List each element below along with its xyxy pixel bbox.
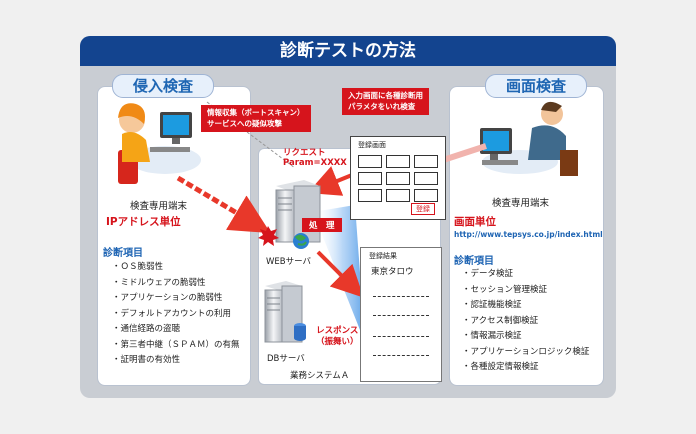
result-line — [373, 315, 429, 316]
diagram-title: 診断テストの方法 — [80, 36, 616, 66]
list-item: ・ＯＳ脆弱性 — [112, 262, 164, 272]
list-item: ・認証機能検証 — [462, 300, 522, 310]
db-server-icon — [264, 281, 306, 343]
left-operator-illustration — [118, 103, 201, 184]
port-scan-callout: 情報収集（ポートスキャン） サービスへの疑似攻撃 — [201, 105, 311, 132]
screen-test-heading: 画面検査 — [485, 74, 587, 98]
left-unit-label: IPアドレス単位 — [106, 216, 181, 228]
list-item: ・アプリケーションロジック検証 — [462, 346, 590, 357]
form-field — [386, 189, 410, 202]
form-field — [414, 172, 438, 185]
list-item: ・アプリケーションの脆弱性 — [112, 293, 223, 303]
request-arrow — [307, 166, 353, 196]
result-title: 登録結果 — [369, 252, 397, 260]
form-field — [358, 155, 382, 168]
form-field — [358, 189, 382, 202]
web-server-icon — [275, 180, 321, 243]
screen-test-box — [449, 86, 604, 386]
impact-burst-icon — [258, 226, 279, 246]
right-terminal-label: 検査専用端末 — [492, 198, 550, 209]
list-item: ・データ検証 — [462, 269, 514, 279]
intrusion-test-heading: 侵入検査 — [112, 74, 214, 98]
left-items-heading: 診断項目 — [103, 248, 143, 259]
result-line — [373, 336, 429, 337]
right-items-heading: 診断項目 — [454, 256, 494, 267]
result-line — [373, 296, 429, 297]
right-unit-label: 画面単位 — [454, 216, 496, 228]
globe-icon — [293, 233, 309, 249]
right-items-list: ・データ検証 ・セッション管理検証 ・認証機能検証 ・アクセス制御検証 ・情報漏… — [462, 267, 589, 376]
right-operator-illustration — [480, 101, 578, 176]
response-arrow — [316, 250, 364, 298]
left-items-list: ・ＯＳ脆弱性 ・ミドルウェアの脆弱性 ・アプリケーションの脆弱性 ・デフォルトア… — [112, 260, 240, 369]
result-value: 東京タロウ — [371, 267, 414, 277]
list-item: ・アクセス制御検証 — [462, 315, 539, 326]
registration-form: 登録画面 登録 — [350, 136, 446, 220]
business-system-label: 業務システムＡ — [290, 371, 350, 381]
result-line — [373, 355, 429, 356]
form-field — [414, 189, 438, 202]
list-item: ・デフォルトアカウントの利用 — [112, 308, 232, 319]
db-server-label: DBサーバ — [267, 354, 305, 364]
list-item: ・ミドルウェアの脆弱性 — [112, 277, 206, 288]
form-field — [414, 155, 438, 168]
register-button: 登録 — [411, 203, 435, 215]
list-item: ・情報漏示検証 — [462, 331, 522, 341]
form-field — [386, 155, 410, 168]
form-field — [386, 172, 410, 185]
list-item: ・証明書の有効性 — [112, 355, 181, 365]
form-field — [358, 172, 382, 185]
form-title: 登録画面 — [358, 141, 386, 149]
list-item: ・通信経路の盗聴 — [112, 324, 181, 334]
list-item: ・セッション管理検証 — [462, 284, 548, 295]
parameter-input-callout: 入力画面に各種診断用 パラメタをいれ検査 — [342, 88, 429, 115]
right-url: http://www.tepsys.co.jp/index.html — [454, 230, 603, 239]
response-label: レスポンス （振舞い） — [316, 326, 359, 347]
registration-result-card: 登録結果 東京タロウ — [360, 247, 442, 382]
request-label: リクエスト Param=XXXX — [283, 148, 347, 168]
process-label: 処 理 — [302, 218, 342, 232]
left-terminal-label: 検査専用端末 — [130, 201, 188, 212]
list-item: ・第三者中継（ＳＰＡＭ）の有無 — [112, 339, 240, 350]
web-server-label: WEBサーバ — [266, 257, 312, 267]
attack-arrow — [176, 175, 271, 234]
list-item: ・各種設定情報検証 — [462, 362, 539, 372]
